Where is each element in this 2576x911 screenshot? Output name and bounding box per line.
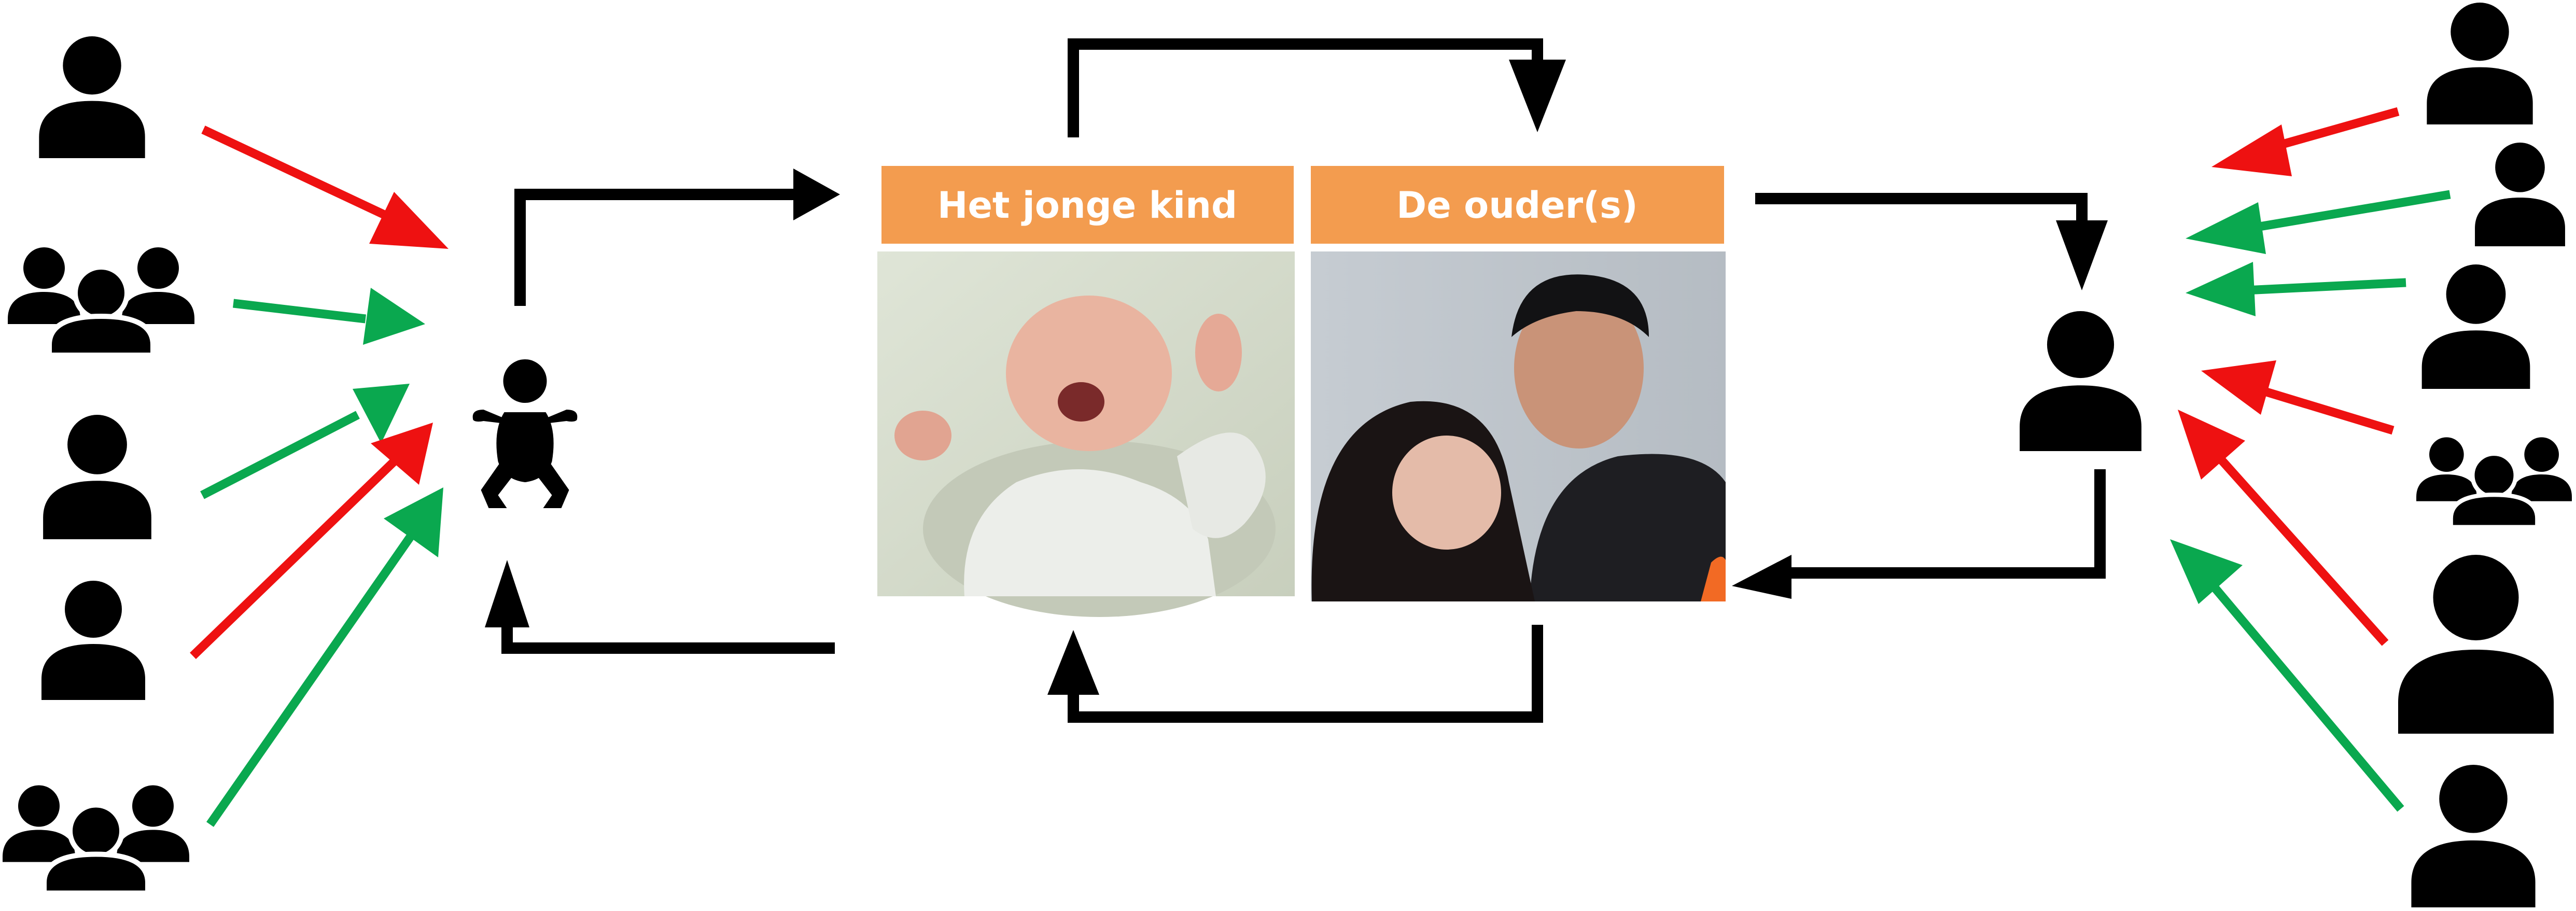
- arrowhead-to-parent-icon: [2056, 220, 2108, 290]
- connector-child-icon-to-child-label: [514, 189, 799, 306]
- right-influence-arrowhead-2: [2186, 202, 2266, 254]
- left-group-icon-1: [8, 247, 194, 355]
- parents-label-box: [1311, 166, 1724, 244]
- right-person-icon-1: [2427, 3, 2533, 124]
- connector-child-label-to-parents-label: [1068, 38, 1543, 137]
- left-influence-arrowhead-5: [384, 487, 443, 557]
- right-influence-arrowhead-6: [2170, 539, 2243, 604]
- left-person-icon-1: [39, 36, 145, 158]
- right-influence-arrow-3: [2245, 278, 2406, 295]
- child-baby-icon: [472, 359, 578, 508]
- right-influence-arrow-2: [2249, 190, 2451, 233]
- left-group-icon-2: [3, 786, 189, 893]
- right-group-icon-1: [2416, 437, 2572, 527]
- right-influence-arrow-4: [2246, 382, 2395, 435]
- right-person-icon-5: [2411, 765, 2536, 907]
- connector-child-photo-to-child-icon: [501, 627, 835, 654]
- parents-label: De ouder(s): [1396, 184, 1638, 227]
- child-label: Het jonge kind: [937, 184, 1237, 227]
- arrowhead-to-child-icon: [485, 560, 529, 627]
- right-person-icon-2: [2475, 143, 2565, 246]
- left-influence-arrowhead-1: [369, 192, 449, 249]
- connector-parent-icon-to-parents-photo: [1781, 469, 2106, 579]
- left-influence-arrowhead-4: [371, 423, 433, 485]
- right-person-icon-3: [2421, 264, 2530, 389]
- connector-parents-label-to-parent-icon: [1755, 193, 2088, 220]
- arrowhead-to-child-label: [793, 169, 840, 220]
- parent-person-icon: [2020, 311, 2141, 451]
- left-person-icon-2: [43, 415, 151, 539]
- parents-photo: [1311, 251, 1726, 601]
- left-influence-arrow-4: [190, 458, 397, 660]
- right-influence-arrowhead-3: [2186, 262, 2256, 316]
- right-influence-arrow-6: [2205, 578, 2404, 812]
- connector-parents-photo-to-child-photo: [1068, 625, 1543, 723]
- left-influence-arrowhead-2: [363, 288, 425, 345]
- left-person-icon-3: [41, 581, 145, 700]
- left-influence-arrow-3: [200, 411, 360, 499]
- right-influence-arrowhead-1: [2211, 124, 2292, 176]
- left-influence-arrow-5: [206, 531, 416, 827]
- right-person-icon-4: [2398, 555, 2554, 734]
- left-influence-arrow-1: [201, 125, 404, 227]
- arrowhead-to-child-photo: [1047, 630, 1099, 695]
- left-influence-arrowhead-3: [353, 384, 410, 443]
- left-influence-arrow-2: [233, 299, 366, 324]
- right-influence-arrow-5: [2205, 443, 2389, 646]
- arrowhead-to-parents-label: [1509, 60, 1566, 132]
- arrowhead-to-parents-photo: [1732, 555, 1791, 599]
- right-influence-arrowhead-5: [2178, 410, 2245, 480]
- right-influence-arrowhead-4: [2201, 360, 2276, 415]
- child-photo: [877, 251, 1295, 617]
- child-label-box: [881, 166, 1294, 244]
